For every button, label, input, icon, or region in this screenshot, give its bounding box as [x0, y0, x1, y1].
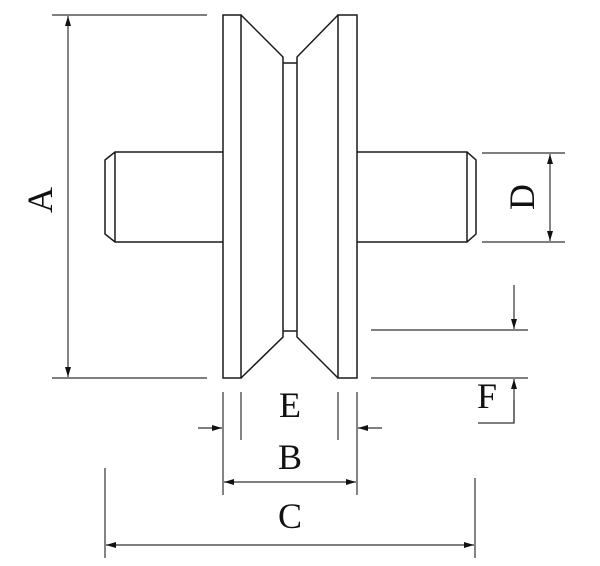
wheel — [222, 14, 358, 379]
dimension-a — [52, 14, 207, 379]
left-cone — [240, 14, 284, 379]
right-cone — [296, 14, 339, 379]
dimension-f — [371, 285, 528, 424]
label-c: C — [278, 496, 302, 536]
shaft — [104, 151, 477, 243]
label-e: E — [279, 385, 301, 425]
label-f: F — [477, 376, 497, 416]
groove-bottom — [283, 62, 297, 332]
right-shaft — [357, 151, 477, 243]
left-flange — [222, 14, 242, 379]
dimension-c — [104, 468, 476, 558]
label-b: B — [278, 437, 302, 477]
right-flange — [337, 14, 358, 379]
label-d: D — [502, 184, 542, 210]
label-a: A — [20, 187, 60, 213]
dimension-d — [482, 152, 565, 243]
left-shaft — [104, 151, 223, 243]
dimension-e — [198, 392, 382, 495]
